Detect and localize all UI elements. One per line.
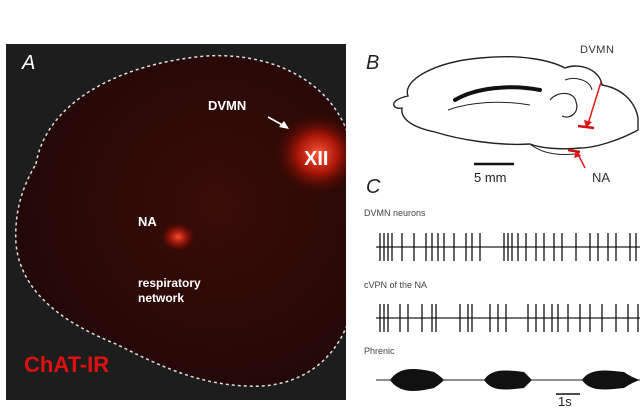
- phrenic-burst: [390, 369, 444, 391]
- na-label: NA: [138, 214, 157, 229]
- panel-a-image: A DVMN XII NA respiratory network ChAT-I…: [6, 44, 346, 400]
- phrenic-burst: [582, 370, 640, 390]
- traces-svg: [376, 233, 640, 395]
- panel-b-na-label: NA: [592, 170, 611, 185]
- panel-a-letter: A: [22, 52, 36, 74]
- scale-5mm-label: 5 mm: [474, 170, 507, 185]
- trace-label-phrenic: Phrenic: [364, 346, 395, 356]
- chat-ir-label: ChAT-IR: [24, 352, 110, 377]
- cvpn-spikes: [379, 304, 639, 332]
- dvmn-label: DVMN: [208, 98, 247, 113]
- na-signal: [160, 222, 196, 252]
- dvmn-spikes: [379, 233, 637, 261]
- trace-label-cvpn: cVPN of the NA: [364, 280, 428, 290]
- panel-c-letter: C: [366, 176, 381, 198]
- xii-signal: [273, 112, 346, 196]
- slice-outline: [15, 54, 346, 387]
- tissue-boundary: [15, 54, 346, 387]
- dvmn-arrowhead: [279, 121, 289, 129]
- scale-1s-label: 1s: [558, 394, 572, 409]
- dvmn-pointer: [587, 81, 602, 125]
- xii-label: XII: [304, 148, 329, 170]
- respiratory-network-label: respiratory network: [138, 276, 201, 305]
- phrenic-burst: [484, 370, 532, 390]
- panel-b-dvmn-label: DVMN: [580, 44, 615, 56]
- panel-b-letter: B: [366, 52, 380, 74]
- brain-sagittal-diagram: [393, 56, 639, 169]
- trace-label-dvmn: DVMN neurons: [364, 208, 426, 218]
